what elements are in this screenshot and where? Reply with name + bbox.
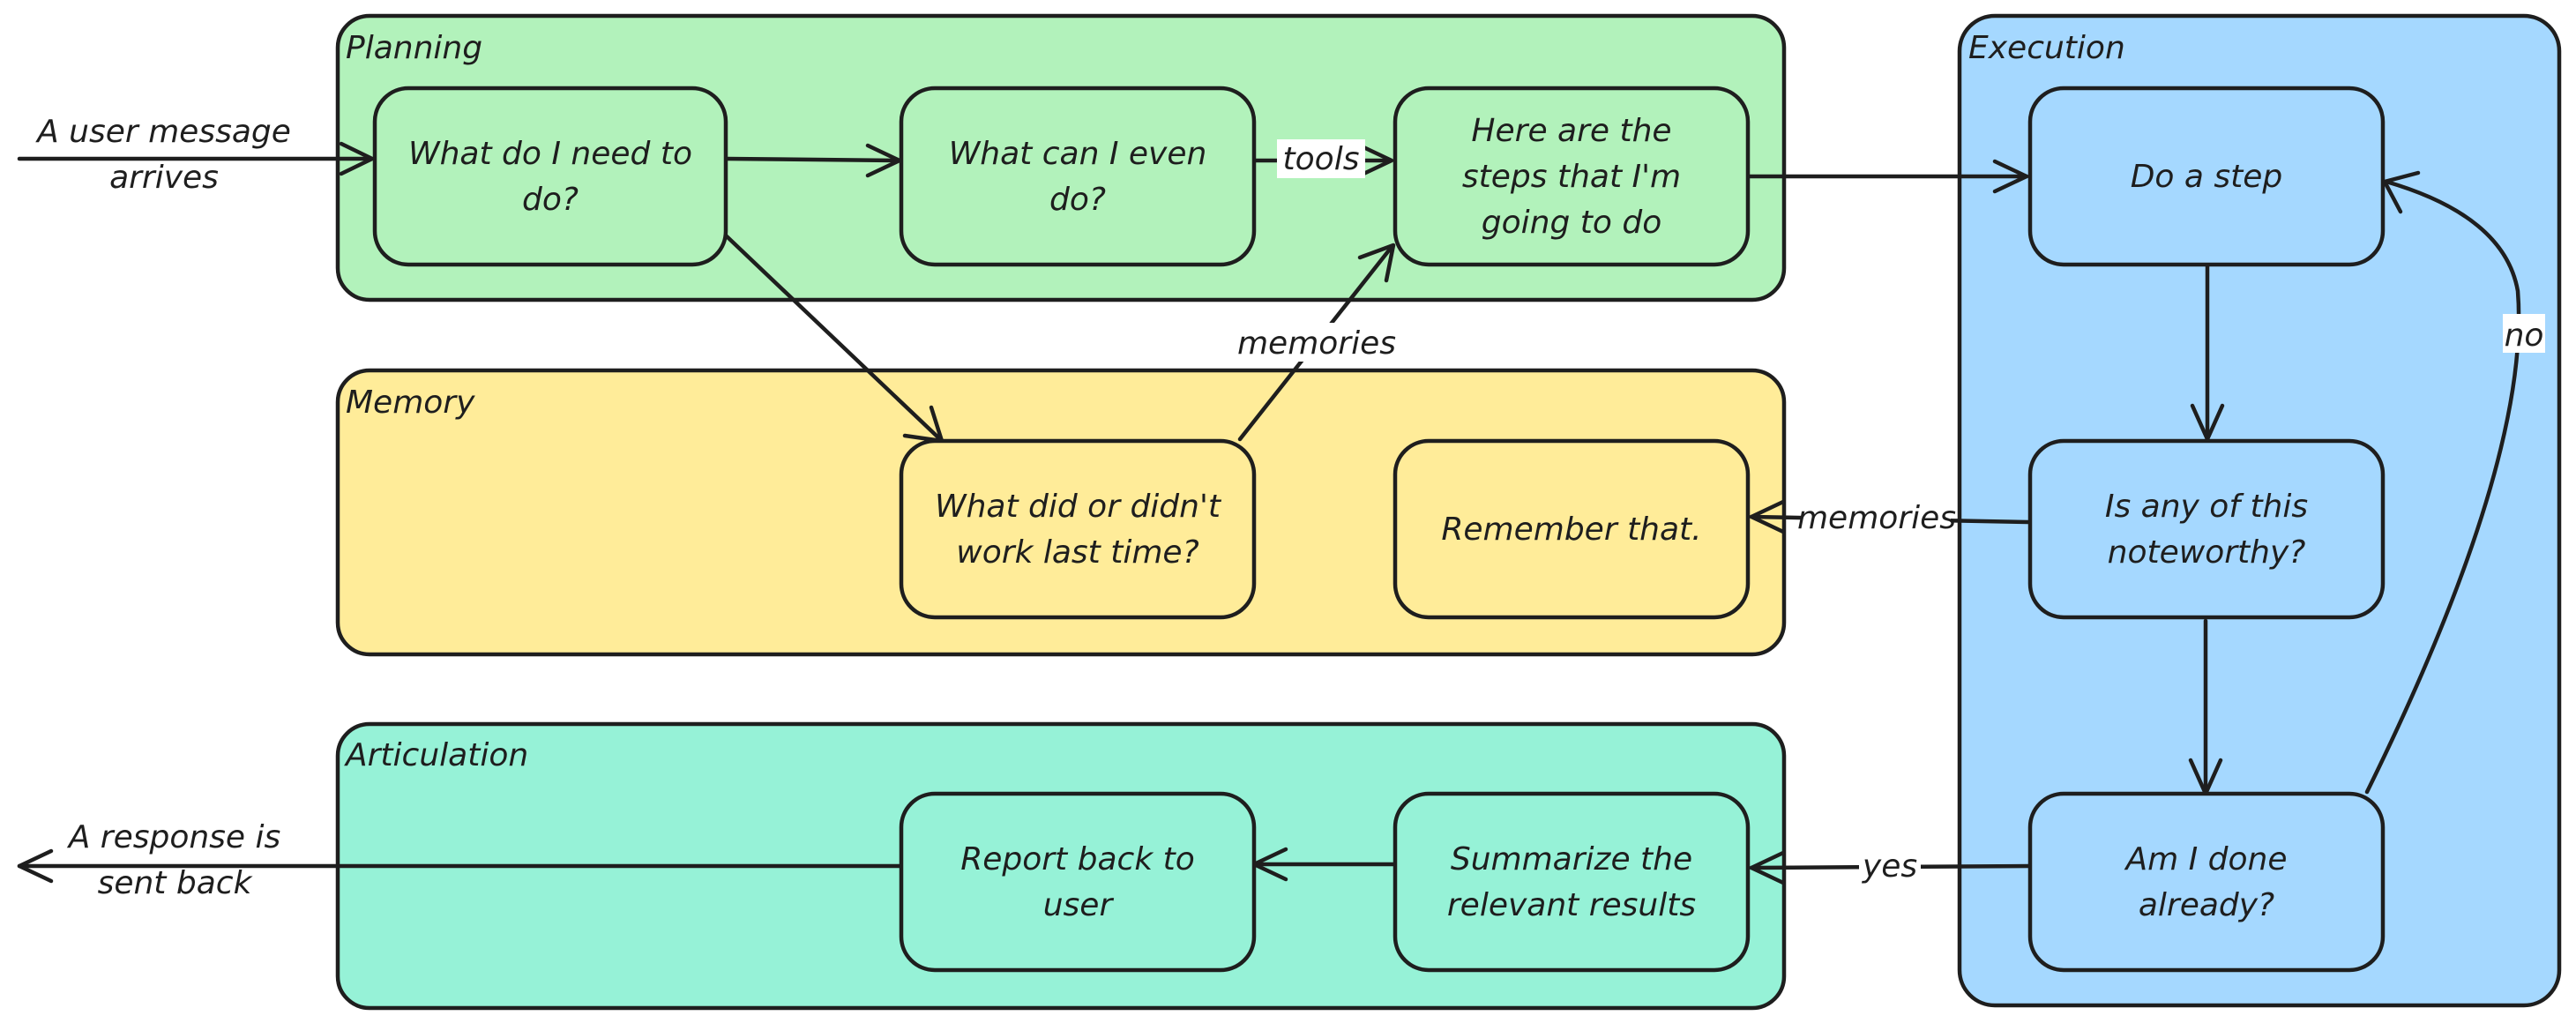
text-line: A response is bbox=[67, 819, 281, 855]
text-line: going to do bbox=[1482, 205, 1661, 241]
node-report-back: Report back to user bbox=[899, 791, 1257, 973]
node-summarize-label: Summarize the relevant results bbox=[1447, 841, 1696, 923]
text-line: steps that I'm bbox=[1462, 159, 1681, 195]
text-line: do? bbox=[522, 182, 579, 218]
text-line: already? bbox=[2139, 887, 2274, 923]
text-line: Remember that. bbox=[1441, 512, 1701, 548]
edge-label-no-text: no bbox=[2505, 317, 2544, 354]
edge-steps-to-execution-arrowhead bbox=[1992, 159, 2029, 194]
edge-input-arrowhead bbox=[339, 141, 375, 176]
edge-label-input: A user message arrives bbox=[35, 114, 291, 196]
node-need-to-do-label: What do I need to do? bbox=[408, 136, 692, 218]
text-line: Report back to bbox=[960, 841, 1195, 877]
text-line: What can I even bbox=[949, 136, 1207, 172]
edge-label-memories-recall: memories bbox=[1237, 323, 1396, 362]
node-done-already-label: Am I done already? bbox=[2124, 841, 2287, 923]
node-report-back-box bbox=[899, 791, 1257, 973]
edge-label-yes-text: yes bbox=[1862, 848, 1917, 885]
text-line: A user message bbox=[35, 114, 291, 150]
edge-memories-recall-arrowhead bbox=[1357, 243, 1396, 283]
text-line: user bbox=[1043, 887, 1115, 923]
node-done-already: Am I done already? bbox=[2027, 791, 2386, 973]
node-noteworthy: Is any of this noteworthy? bbox=[2027, 438, 2386, 620]
node-noteworthy-label: Is any of this noteworthy? bbox=[2105, 489, 2308, 571]
node-remember-box bbox=[1393, 438, 1751, 620]
edge-need-to-can bbox=[724, 156, 900, 163]
node-report-back-label: Report back to user bbox=[960, 841, 1195, 923]
text-line: tools bbox=[1283, 141, 1360, 177]
edge-yes-arrowhead bbox=[1749, 850, 1786, 885]
node-noteworthy-box bbox=[2027, 438, 2386, 620]
edge-label-memories-recall-bg bbox=[1240, 323, 1393, 362]
text-line: noteworthy? bbox=[2108, 534, 2306, 571]
edge-label-tools-text: tools bbox=[1283, 141, 1360, 177]
node-worked-last-time: What did or didn't work last time? bbox=[899, 438, 1257, 620]
node-remember-label: Remember that. bbox=[1441, 512, 1701, 548]
edge-label-memories-store-text: memories bbox=[1797, 500, 1956, 536]
edge-label-yes: yes bbox=[1859, 847, 1921, 885]
node-steps-box bbox=[1393, 86, 1751, 267]
edge-label-memories-store-bg bbox=[1803, 497, 1951, 536]
text-line: memories bbox=[1797, 500, 1956, 536]
edge-tools-arrowhead bbox=[1357, 143, 1394, 178]
node-need-to-do-box bbox=[372, 86, 728, 267]
edge-need-to-memory bbox=[724, 234, 943, 442]
text-line: What did or didn't bbox=[935, 489, 1222, 525]
edge-label-tools-bg bbox=[1277, 139, 1365, 178]
node-steps-label: Here are the steps that I'm going to do bbox=[1462, 113, 1681, 241]
group-planning-title: Planning bbox=[346, 30, 482, 66]
edge-label-memories-recall-text: memories bbox=[1237, 325, 1396, 362]
text-line: arrives bbox=[109, 160, 219, 196]
edge-output-arrowhead bbox=[17, 848, 54, 884]
text-line: Am I done bbox=[2124, 841, 2287, 877]
edge-label-yes-bg bbox=[1859, 847, 1921, 885]
node-can-do: What can I even do? bbox=[899, 86, 1257, 267]
node-worked-last-time-label: What did or didn't work last time? bbox=[935, 489, 1222, 571]
node-summarize-box bbox=[1393, 791, 1751, 973]
edge-memories-store-arrowhead bbox=[1749, 499, 1786, 534]
text-line: Here are the bbox=[1471, 113, 1671, 149]
group-execution-title: Execution bbox=[1968, 30, 2125, 66]
edge-label-no-bg bbox=[2503, 314, 2545, 353]
edge-label-tools: tools bbox=[1277, 139, 1365, 178]
edge-label-no: no bbox=[2503, 314, 2545, 354]
edge-label-input-text: A user message arrives bbox=[35, 114, 291, 196]
text-line: do? bbox=[1049, 182, 1106, 218]
node-steps: Here are the steps that I'm going to do bbox=[1393, 86, 1751, 267]
text-line: no bbox=[2505, 317, 2544, 354]
text-line: sent back bbox=[98, 865, 254, 901]
text-line: What do I need to bbox=[408, 136, 692, 172]
node-do-step-box bbox=[2027, 86, 2386, 267]
text-line: work last time? bbox=[956, 534, 1198, 571]
node-do-step-label: Do a step bbox=[2131, 159, 2283, 195]
edge-label-output: A response is sent back bbox=[67, 819, 281, 901]
text-line: Summarize the bbox=[1451, 841, 1692, 877]
edge-label-output-text: A response is sent back bbox=[67, 819, 281, 901]
node-can-do-box bbox=[899, 86, 1257, 267]
text-line: yes bbox=[1862, 848, 1917, 885]
edge-label-memories-store: memories bbox=[1797, 497, 1956, 536]
node-done-already-box bbox=[2027, 791, 2386, 973]
node-summarize: Summarize the relevant results bbox=[1393, 791, 1751, 973]
text-line: memories bbox=[1237, 325, 1396, 362]
group-articulation-title: Articulation bbox=[344, 737, 528, 773]
node-do-step: Do a step bbox=[2027, 86, 2386, 267]
text-line: Is any of this bbox=[2105, 489, 2308, 525]
node-worked-last-time-box bbox=[899, 438, 1257, 620]
node-need-to-do: What do I need to do? bbox=[372, 86, 728, 267]
node-can-do-label: What can I even do? bbox=[949, 136, 1207, 218]
node-remember: Remember that. bbox=[1393, 438, 1751, 620]
group-memory-title: Memory bbox=[346, 385, 475, 421]
text-line: relevant results bbox=[1447, 887, 1696, 923]
text-line: Do a step bbox=[2131, 159, 2283, 195]
